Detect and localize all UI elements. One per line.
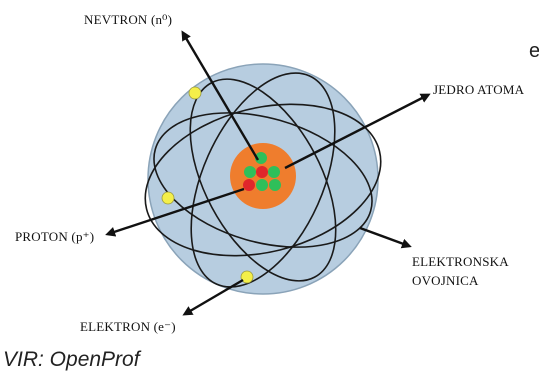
nucleons xyxy=(243,152,281,191)
neutron-arrow xyxy=(181,30,260,161)
electron-particle xyxy=(240,270,254,284)
proton-arrow xyxy=(105,187,245,237)
nucleus-arrow xyxy=(284,93,431,170)
shell-arrow xyxy=(359,226,412,249)
cropped-text: e xyxy=(529,40,539,62)
orbit-2 xyxy=(153,112,373,248)
neutron-particle xyxy=(268,166,280,178)
electron-particle xyxy=(161,191,175,205)
neutron-particle xyxy=(244,166,256,178)
proton-particle xyxy=(243,179,255,191)
electron-label: ELEKTRON (e⁻) xyxy=(80,319,176,334)
electron-arrow xyxy=(182,278,244,316)
neutron-particle xyxy=(255,152,267,164)
nucleus-label: JEDRO ATOMA xyxy=(433,82,525,97)
neutron-particle xyxy=(269,179,281,191)
orbits xyxy=(144,72,382,288)
electrons xyxy=(161,86,254,284)
proton-label: PROTON (p⁺) xyxy=(15,229,95,244)
shell-label-line1: ELEKTRONSKA xyxy=(412,254,509,269)
orbit-1 xyxy=(144,103,382,257)
neutron-particle xyxy=(256,179,268,191)
shell-label-line2: OVOJNICA xyxy=(412,273,479,288)
neutron-label: NEVTRON (n⁰) xyxy=(84,12,173,27)
electron-particle xyxy=(188,86,202,100)
orbit-3 xyxy=(190,72,336,288)
proton-particle xyxy=(256,166,268,178)
source-caption: VIR: OpenProf xyxy=(3,348,140,371)
